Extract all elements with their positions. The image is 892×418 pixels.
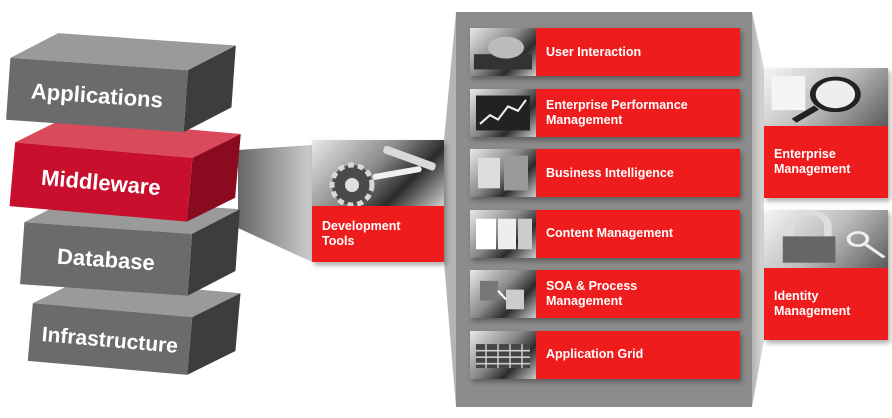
component-band: Content Management	[536, 209, 740, 258]
component-label: Content Management	[546, 226, 674, 240]
stack-side-face	[187, 293, 241, 375]
development-tools-label: Development Tools	[322, 219, 401, 248]
development-tools-band: Development Tools	[312, 206, 444, 262]
management-band: Identity Management	[764, 268, 888, 340]
component-label: Application Grid	[546, 347, 644, 361]
line-chart-screen-icon	[476, 95, 530, 130]
component-band: User Interaction	[536, 28, 740, 76]
document-pages-icon	[476, 218, 532, 249]
stack-front-face	[27, 303, 193, 375]
component-label: Enterprise Performance Management	[546, 97, 688, 127]
data-screens-icon	[478, 155, 528, 191]
stack-side-face	[183, 45, 236, 133]
development-tools-tile: Development Tools	[312, 140, 444, 262]
management-label: Identity Management	[774, 289, 851, 318]
component-photo	[470, 270, 536, 318]
padlock-and-keys-icon	[782, 210, 886, 263]
management-band: Enterprise Management	[764, 126, 888, 198]
stack-front-face	[20, 222, 192, 296]
management-photo	[764, 68, 888, 126]
stack-layer-middleware: Middleware	[9, 118, 241, 222]
component-band: Enterprise Performance Management	[536, 88, 740, 137]
component-tile: Application Grid	[470, 330, 740, 379]
management-label: Enterprise Management	[774, 147, 851, 176]
component-tile: Enterprise Performance Management	[470, 88, 740, 137]
stack-top-face	[10, 33, 236, 71]
component-label: Business Intelligence	[546, 165, 674, 180]
management-tile: Enterprise Management	[764, 68, 888, 198]
management-photo	[764, 210, 888, 268]
component-tile: Business Intelligence	[470, 149, 740, 197]
component-photo	[470, 28, 536, 76]
magnifying-glass-icon	[771, 75, 861, 123]
stack-top-face	[15, 118, 241, 158]
component-tile: Content Management	[470, 209, 740, 258]
component-label: SOA & Process Management	[546, 279, 638, 308]
component-label: User Interaction	[546, 44, 642, 59]
grid-chips-icon	[476, 343, 530, 368]
management-tile: Identity Management	[764, 210, 888, 340]
beam-middleware-to-tools	[238, 145, 312, 262]
component-photo	[470, 209, 536, 258]
connected-blocks-icon	[480, 280, 524, 310]
component-tile: SOA & Process Management	[470, 270, 740, 318]
hand-on-keyboard-icon	[474, 36, 532, 70]
gears-tools-photo	[312, 140, 444, 206]
beam-panel-to-right	[752, 12, 764, 407]
stack-front-face	[9, 142, 193, 222]
component-band: Business Intelligence	[536, 149, 740, 197]
component-band: SOA & Process Management	[536, 270, 740, 318]
component-band: Application Grid	[536, 330, 740, 379]
component-photo	[470, 149, 536, 197]
component-photo	[470, 330, 536, 379]
stack-side-face	[186, 133, 241, 222]
component-photo	[470, 88, 536, 137]
stack-front-face	[6, 57, 188, 133]
component-tile: User Interaction	[470, 28, 740, 76]
stack-side-face	[187, 209, 240, 296]
gear-icon	[329, 145, 436, 206]
architecture-stack: InfrastructureDatabaseMiddlewareApplicat…	[6, 33, 241, 375]
stack-layer-applications: Applications	[6, 33, 236, 133]
